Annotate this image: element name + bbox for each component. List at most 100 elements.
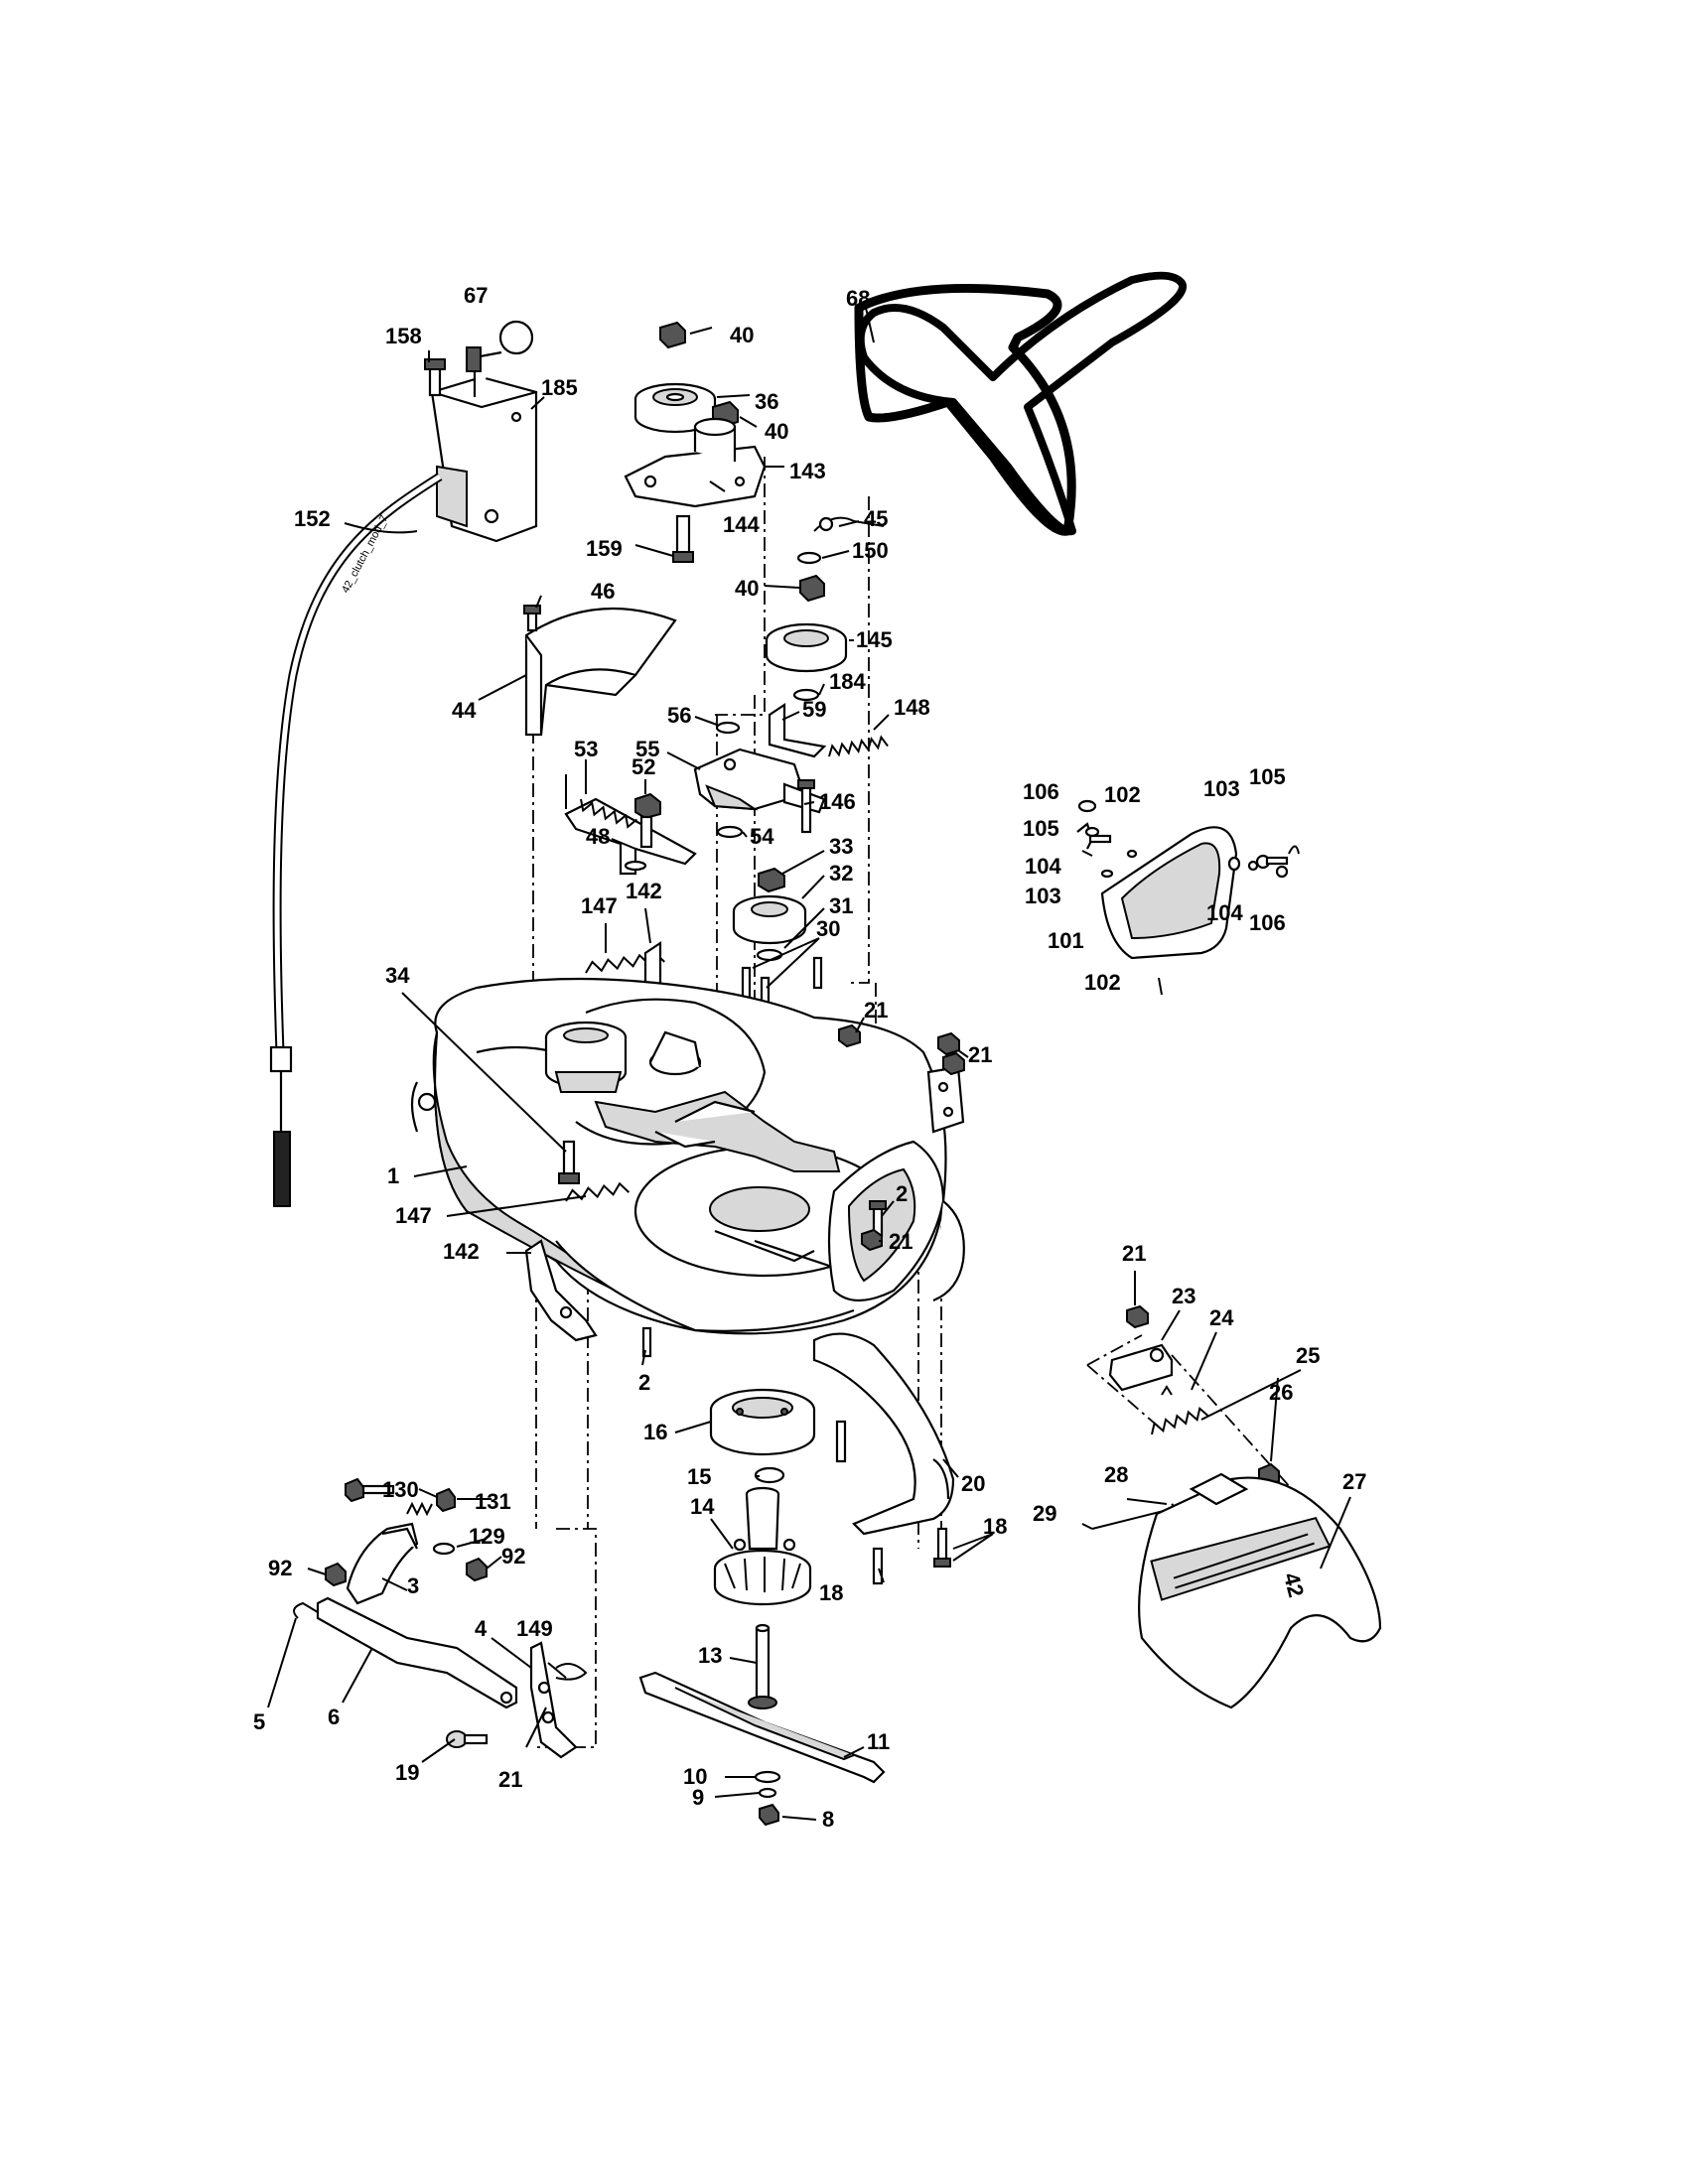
drive-belt-68 bbox=[854, 271, 1188, 536]
screw-102-lower bbox=[1158, 977, 1163, 996]
callout-4: 4 bbox=[475, 1616, 488, 1641]
callout-142-top: 142 bbox=[626, 879, 662, 903]
nut-21-chute bbox=[861, 1228, 883, 1252]
callout-131: 131 bbox=[475, 1489, 511, 1514]
nut-92-left bbox=[325, 1562, 347, 1587]
callout-46: 46 bbox=[591, 579, 615, 604]
washer-150 bbox=[796, 551, 822, 565]
belt-guard-44 bbox=[524, 607, 677, 737]
callout-48: 48 bbox=[586, 824, 610, 849]
bolt-34 bbox=[558, 1140, 580, 1184]
callout-148: 148 bbox=[894, 695, 930, 720]
callout-21-chute-bracket: 21 bbox=[1122, 1241, 1146, 1266]
idler-arm-143 bbox=[624, 417, 767, 508]
callout-144: 144 bbox=[723, 512, 760, 537]
bracket-3 bbox=[346, 1522, 419, 1605]
mulch-plate-101 bbox=[1100, 826, 1238, 960]
callout-152: 152 bbox=[294, 506, 331, 531]
spindle-housing-14 bbox=[713, 1486, 812, 1606]
callout-9: 9 bbox=[692, 1785, 704, 1810]
washer-9 bbox=[758, 1787, 777, 1799]
bracket-142-lower bbox=[524, 1239, 598, 1342]
callout-105-left: 105 bbox=[1023, 816, 1059, 841]
callout-32: 32 bbox=[829, 861, 853, 886]
spring-25 bbox=[1151, 1406, 1209, 1435]
callout-158: 158 bbox=[385, 324, 422, 348]
idler-pulley-36 bbox=[633, 382, 717, 434]
callout-31: 31 bbox=[829, 893, 853, 918]
callout-45: 45 bbox=[864, 506, 888, 531]
washer-129 bbox=[432, 1542, 456, 1556]
washer-56 bbox=[715, 721, 741, 735]
idler-bracket-55 bbox=[693, 748, 826, 814]
callout-21-chute: 21 bbox=[889, 1229, 912, 1254]
callout-92-left: 92 bbox=[268, 1556, 292, 1580]
callout-159: 159 bbox=[586, 536, 623, 561]
callout-27: 27 bbox=[1342, 1469, 1366, 1494]
callout-8: 8 bbox=[822, 1807, 834, 1832]
callout-101: 101 bbox=[1048, 928, 1084, 953]
callout-67: 67 bbox=[464, 283, 488, 308]
spring-147-lower bbox=[565, 1181, 631, 1202]
callout-labels: 67 158 185 152 40 36 40 143 144 159 68 4… bbox=[253, 283, 1366, 1832]
discharge-chute-27: 42 bbox=[1138, 1472, 1382, 1709]
nut-40-top bbox=[659, 321, 686, 349]
callout-44: 44 bbox=[452, 698, 477, 723]
callout-1: 1 bbox=[387, 1163, 399, 1188]
bolt-146 bbox=[797, 779, 815, 834]
callout-147-top: 147 bbox=[581, 893, 618, 918]
callout-21-lower: 21 bbox=[498, 1767, 522, 1792]
deck-bracket-right bbox=[926, 1065, 965, 1134]
callout-40-top: 40 bbox=[730, 323, 754, 347]
bolt-8 bbox=[759, 1803, 779, 1827]
callout-21-top: 21 bbox=[864, 998, 888, 1023]
callout-2-lower: 2 bbox=[638, 1370, 650, 1395]
callout-68: 68 bbox=[846, 286, 870, 311]
callout-130: 130 bbox=[382, 1477, 419, 1502]
callout-146: 146 bbox=[819, 789, 856, 814]
bracket-59 bbox=[768, 702, 827, 758]
bolt-130 bbox=[345, 1477, 395, 1503]
callout-20: 20 bbox=[961, 1471, 985, 1496]
callout-24: 24 bbox=[1209, 1305, 1234, 1330]
nuts-21-right bbox=[937, 1031, 965, 1076]
callout-5: 5 bbox=[253, 1709, 265, 1734]
callout-55: 55 bbox=[635, 737, 659, 761]
bearing-15 bbox=[754, 1466, 785, 1484]
clutch-lever-bracket-185 bbox=[430, 346, 538, 543]
callout-14: 14 bbox=[690, 1494, 715, 1519]
link-bar-6 bbox=[316, 1596, 518, 1709]
callout-54: 54 bbox=[750, 824, 774, 849]
callout-26: 26 bbox=[1269, 1380, 1293, 1405]
spindle-shaft-13 bbox=[748, 1623, 777, 1709]
bolt-159 bbox=[672, 514, 694, 563]
callout-53: 53 bbox=[574, 737, 598, 761]
callout-19: 19 bbox=[395, 1760, 419, 1785]
callout-15: 15 bbox=[687, 1464, 711, 1489]
callout-103-bottom: 103 bbox=[1025, 884, 1061, 908]
callout-36: 36 bbox=[755, 389, 778, 414]
nut-33 bbox=[758, 867, 785, 893]
screw-46 bbox=[523, 605, 541, 632]
callout-145: 145 bbox=[856, 627, 893, 652]
bracket-4 bbox=[529, 1641, 578, 1759]
bolt-52 bbox=[634, 792, 661, 849]
mower-deck-1 bbox=[410, 977, 965, 1335]
callout-59: 59 bbox=[802, 697, 826, 722]
spindle-shield-16 bbox=[709, 1388, 816, 1456]
callout-34: 34 bbox=[385, 963, 410, 988]
callout-33: 33 bbox=[829, 834, 853, 859]
spring-clip-5 bbox=[293, 1601, 329, 1619]
deck-shield-20 bbox=[812, 1332, 955, 1536]
callout-40-middle: 40 bbox=[765, 419, 788, 444]
deck-spindle-assembly bbox=[544, 1021, 702, 1093]
nut-40-lower bbox=[799, 574, 825, 603]
callout-104-left: 104 bbox=[1025, 854, 1061, 879]
nut-21-top bbox=[838, 1024, 861, 1048]
callout-18-right: 18 bbox=[983, 1514, 1007, 1539]
blade-11 bbox=[638, 1671, 886, 1784]
callout-185: 185 bbox=[541, 375, 578, 400]
bolts-18 bbox=[835, 1420, 951, 1585]
callout-92-right: 92 bbox=[501, 1544, 525, 1569]
